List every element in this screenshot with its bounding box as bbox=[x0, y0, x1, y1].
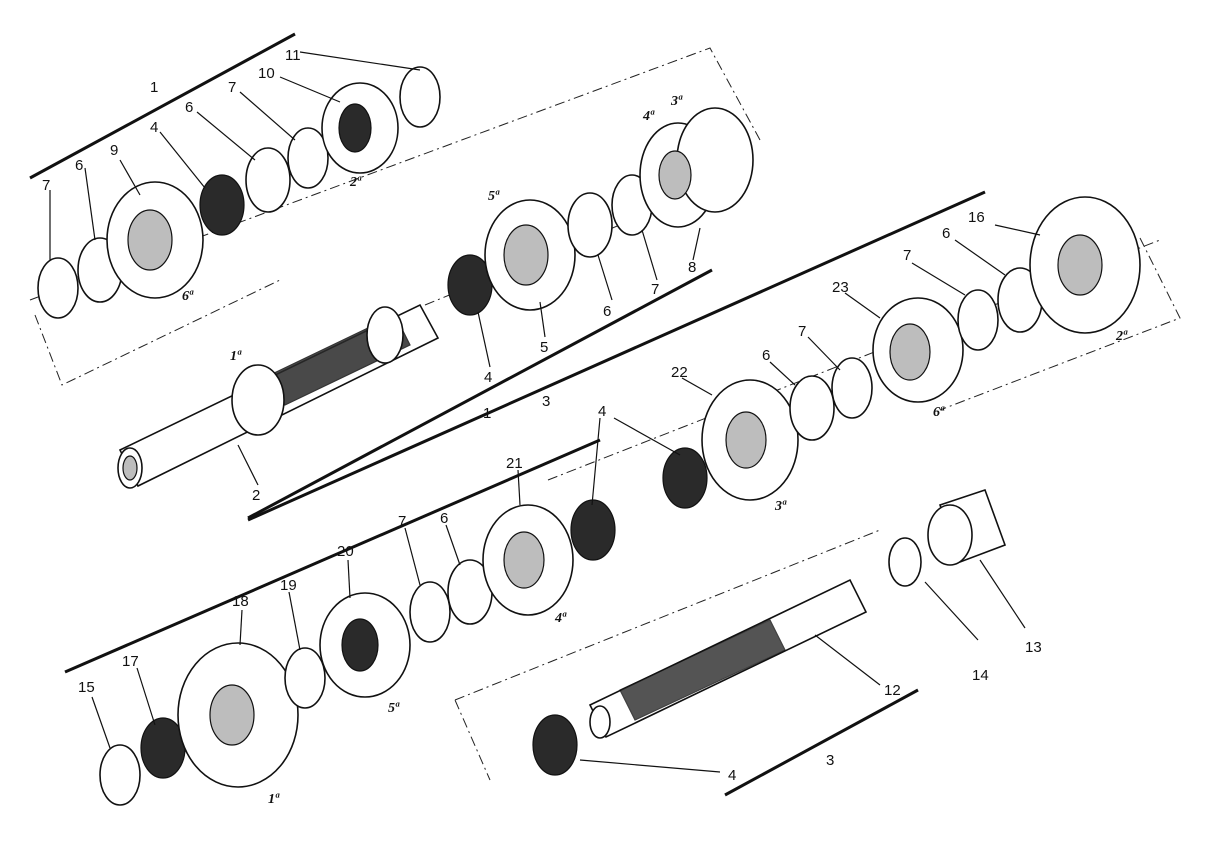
gear-9-6th bbox=[106, 181, 204, 299]
label-4-d: 4 bbox=[728, 767, 736, 784]
gear-23-6th bbox=[872, 297, 964, 403]
label-19: 19 bbox=[280, 577, 297, 594]
bearing-4-e bbox=[532, 714, 578, 776]
label-2: 2 bbox=[252, 487, 260, 504]
washer-6-c bbox=[567, 192, 613, 258]
label-12: 12 bbox=[884, 682, 901, 699]
label-1st-b: 1ª bbox=[268, 792, 280, 807]
label-7-e: 7 bbox=[798, 323, 806, 340]
gear-22-3rd bbox=[701, 379, 799, 501]
label-10: 10 bbox=[258, 65, 275, 82]
label-15: 15 bbox=[78, 679, 95, 696]
label-22: 22 bbox=[671, 364, 688, 381]
label-13: 13 bbox=[1025, 639, 1042, 656]
label-1-mid: 1 bbox=[483, 405, 491, 422]
group-1-bracket-top bbox=[29, 32, 296, 180]
washer-6-b bbox=[245, 147, 291, 213]
primary-shaft bbox=[117, 303, 440, 489]
label-5th-a: 5ª bbox=[488, 189, 500, 204]
label-21: 21 bbox=[506, 455, 523, 472]
label-18: 18 bbox=[232, 593, 249, 610]
label-7-f: 7 bbox=[398, 513, 406, 530]
label-6-b: 6 bbox=[185, 99, 193, 116]
bearing-4-d bbox=[662, 447, 708, 509]
bush-13 bbox=[927, 488, 1007, 566]
label-4-b: 4 bbox=[484, 369, 492, 386]
group-1-bracket-mid bbox=[247, 268, 713, 520]
ring-19 bbox=[284, 647, 326, 709]
gear-16-2nd bbox=[1029, 196, 1141, 334]
leader-lines bbox=[49, 51, 1041, 773]
ring-15 bbox=[99, 744, 141, 806]
label-20: 20 bbox=[337, 543, 354, 560]
gear-21-4th bbox=[482, 504, 574, 616]
ring-7-a bbox=[37, 257, 79, 319]
group-3-bracket-bot bbox=[724, 688, 919, 797]
label-17: 17 bbox=[122, 653, 139, 670]
gear-8-3rd-4th bbox=[639, 107, 754, 228]
label-1st-a: 1ª bbox=[230, 349, 242, 364]
label-9: 9 bbox=[110, 142, 118, 159]
label-6-f: 6 bbox=[440, 510, 448, 527]
label-4-a: 4 bbox=[150, 119, 158, 136]
label-6-d: 6 bbox=[942, 225, 950, 242]
label-3rd-b: 3ª bbox=[774, 499, 787, 514]
label-5: 5 bbox=[540, 339, 548, 356]
ring-11 bbox=[399, 66, 441, 128]
label-11: 11 bbox=[285, 47, 301, 64]
group-3-bracket-low bbox=[64, 438, 601, 674]
ring-7-d bbox=[957, 289, 999, 351]
gear-20-5th bbox=[319, 592, 411, 698]
label-7-a: 7 bbox=[42, 177, 50, 194]
circlip-14 bbox=[888, 537, 922, 587]
label-2nd-b: 2ª bbox=[1115, 329, 1128, 344]
label-14: 14 bbox=[972, 667, 989, 684]
washer-6-e bbox=[789, 375, 835, 441]
label-3rd-a: 3ª bbox=[670, 94, 683, 109]
ring-7-b bbox=[287, 127, 329, 189]
label-7-c: 7 bbox=[651, 281, 659, 298]
label-2nd-a: 2ª bbox=[349, 175, 362, 190]
bearing-4-c bbox=[570, 499, 616, 561]
group-3-bracket-mid bbox=[247, 190, 986, 522]
label-6th-a: 6ª bbox=[182, 289, 194, 304]
gear-18-1st bbox=[177, 642, 299, 788]
callout-labels: 1 11 10 7 6 4 9 6 7 2ª 6ª 5ª 4ª 3ª 6 7 8… bbox=[42, 47, 1128, 807]
secondary-shaft bbox=[588, 578, 868, 739]
label-7-b: 7 bbox=[228, 79, 236, 96]
ring-7-e bbox=[831, 357, 873, 419]
label-8: 8 bbox=[688, 259, 696, 276]
label-6-c: 6 bbox=[603, 303, 611, 320]
group-1-envelope bbox=[29, 47, 761, 386]
label-23: 23 bbox=[832, 279, 849, 296]
label-16: 16 bbox=[968, 209, 985, 226]
label-3-bot: 3 bbox=[826, 752, 834, 769]
ring-7-f bbox=[409, 581, 451, 643]
label-6-e: 6 bbox=[762, 347, 770, 364]
label-6-a: 6 bbox=[75, 157, 83, 174]
label-4th-a: 4ª bbox=[642, 109, 655, 124]
label-4-c: 4 bbox=[598, 403, 606, 420]
label-1-top: 1 bbox=[150, 79, 158, 96]
gear-5-5th bbox=[484, 199, 576, 311]
label-4th-b: 4ª bbox=[554, 611, 567, 626]
label-6th-b: 6ª bbox=[933, 405, 945, 420]
gear-10-2nd bbox=[321, 82, 399, 174]
label-3-mid: 3 bbox=[542, 393, 550, 410]
bearing-4-a bbox=[199, 174, 245, 236]
label-7-d: 7 bbox=[903, 247, 911, 264]
label-5th-b: 5ª bbox=[388, 701, 400, 716]
